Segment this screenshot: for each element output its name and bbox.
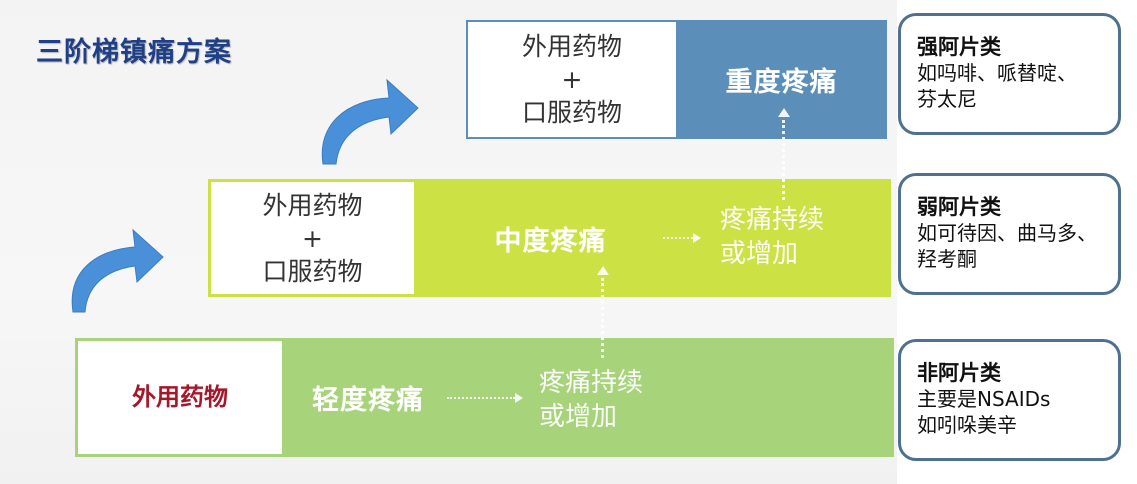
moderate-drug-line-2: + (302, 223, 323, 253)
mild-progress-arrow-line (447, 397, 515, 399)
callout-title: 非阿片类 (917, 361, 1001, 385)
step-moderate: 外用药物 + 口服药物 中度疼痛 疼痛持续 或增加 (208, 179, 891, 297)
severe-drug-box: 外用药物 + 口服药物 (468, 22, 676, 137)
callout-title: 强阿片类 (917, 35, 1001, 59)
severe-drug-line-3: 口服药物 (521, 98, 622, 127)
callout-title: 弱阿片类 (917, 195, 1001, 219)
dotted-arrow-icon (515, 393, 523, 403)
moderate-drug-box: 外用药物 + 口服药物 (211, 182, 414, 294)
callout-line: 如吗啡、哌替啶、 (917, 61, 1077, 85)
mild-drug-box: 外用药物 (78, 341, 282, 454)
callout-non-opioids: 非阿片类 主要是NSAIDs 如吲哚美辛 (898, 339, 1121, 461)
mild-pain-label: 轻度疼痛 (312, 385, 424, 416)
moderate-progress-line-2: 或增加 (720, 239, 799, 269)
mild-progress-text: 疼痛持续 或增加 (539, 366, 643, 434)
moderate-progress-line-1: 疼痛持续 (720, 205, 825, 235)
severe-drug-line-1: 外用药物 (521, 32, 622, 61)
severe-pain-label: 重度疼痛 (725, 67, 838, 98)
moderate-progress-text: 疼痛持续 或增加 (720, 203, 824, 271)
step-mild: 外用药物 轻度疼痛 疼痛持续 或增加 (75, 338, 894, 457)
dotted-arrow-icon (597, 266, 609, 275)
callout-line: 主要是NSAIDs (917, 387, 1051, 411)
callout-line: 羟考酮 (917, 247, 977, 271)
moderate-progress-arrow-line (663, 237, 693, 239)
moderate-drug-line-1: 外用药物 (262, 190, 363, 220)
moderate-drug-line-3: 口服药物 (262, 256, 363, 286)
dotted-arrow-icon (778, 108, 790, 117)
mild-drug-text: 外用药物 (132, 383, 228, 411)
escalation-line-moderate-to-severe (782, 120, 785, 200)
dotted-arrow-icon (693, 233, 701, 243)
callout-line: 如吲哚美辛 (917, 413, 1017, 437)
curved-arrow-icon (321, 78, 419, 165)
page-title: 三阶梯镇痛方案 (36, 37, 232, 68)
mild-progress-line-2: 或增加 (539, 402, 618, 432)
mild-progress-line-1: 疼痛持续 (539, 368, 644, 398)
escalation-line-mild-to-moderate (601, 278, 604, 358)
callout-strong-opioids: 强阿片类 如吗啡、哌替啶、 芬太尼 (898, 13, 1121, 135)
step-severe: 外用药物 + 口服药物 重度疼痛 (466, 20, 887, 139)
callout-weak-opioids: 弱阿片类 如可待因、曲马多、 羟考酮 (898, 173, 1121, 295)
callout-line: 芬太尼 (917, 87, 977, 111)
callout-line: 如可待因、曲马多、 (917, 221, 1097, 245)
moderate-pain-label: 中度疼痛 (494, 225, 607, 257)
curved-arrow-icon (71, 228, 164, 313)
severe-drug-line-2: + (561, 65, 583, 94)
